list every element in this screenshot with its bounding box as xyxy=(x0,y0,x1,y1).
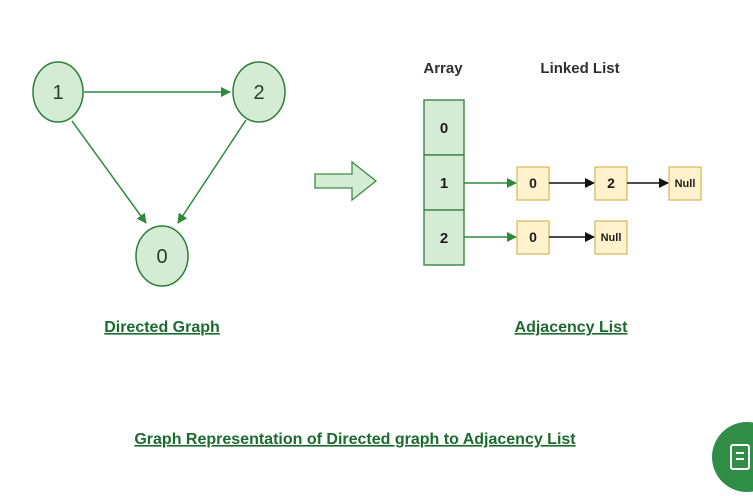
row2-node-0-label: 0 xyxy=(529,229,537,245)
row1-null-label: Null xyxy=(675,178,696,190)
edge-2-to-0 xyxy=(177,119,247,224)
graph-node-0: 0 xyxy=(135,225,189,287)
node-0-circle xyxy=(135,225,189,287)
array-cell-2-label: 2 xyxy=(440,230,448,247)
graph-edges xyxy=(71,87,247,224)
linked-list-header: Linked List xyxy=(540,60,619,77)
directed-graph-caption: Directed Graph xyxy=(104,319,220,336)
node-1-circle xyxy=(32,61,84,123)
node-1-label: 1 xyxy=(52,82,63,104)
node-2-label: 2 xyxy=(253,82,264,104)
row1-node-0-label: 0 xyxy=(529,175,537,191)
linked-list-row-2: 0 Null xyxy=(464,220,628,255)
array-cell-0-label: 0 xyxy=(440,120,448,137)
row1-node-0 xyxy=(516,166,550,201)
array-cell-0 xyxy=(423,99,465,156)
graph-node-1: 1 xyxy=(32,61,84,123)
adjacency-list-caption: Adjacency List xyxy=(515,319,629,336)
edge-1-to-0 xyxy=(71,120,147,224)
array-cell-1 xyxy=(423,154,465,211)
graph-node-2: 2 xyxy=(232,61,286,123)
row1-node-1-label: 2 xyxy=(607,175,615,191)
row2-null-label: Null xyxy=(601,232,622,244)
array-cell-2 xyxy=(423,209,465,266)
linked-list-row-1: 0 2 Null xyxy=(464,166,702,201)
transform-arrow-icon xyxy=(314,160,378,202)
node-0-label: 0 xyxy=(156,246,167,268)
row2-null xyxy=(594,220,628,255)
notes-icon xyxy=(730,444,750,470)
node-2-circle xyxy=(232,61,286,123)
row1-node-1 xyxy=(594,166,628,201)
row1-null xyxy=(668,166,702,201)
array-header: Array xyxy=(423,60,463,77)
figure-caption: Graph Representation of Directed graph t… xyxy=(134,431,576,448)
array-cell-1-label: 1 xyxy=(440,175,448,192)
array: 0 1 2 xyxy=(423,99,465,266)
row2-node-0 xyxy=(516,220,550,255)
